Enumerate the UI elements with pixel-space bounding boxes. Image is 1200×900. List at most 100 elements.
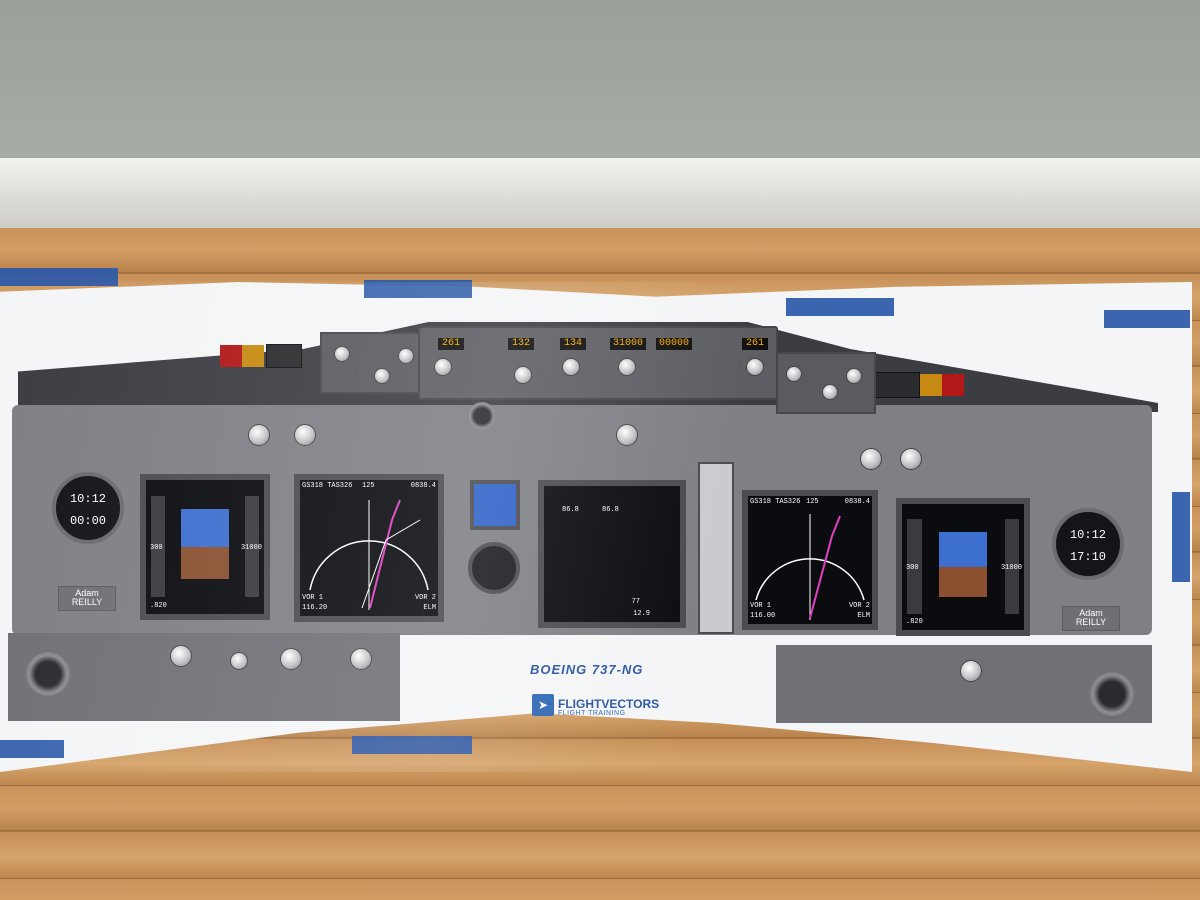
pilot-first-name: Adam <box>1079 608 1103 618</box>
tape-strip <box>0 268 118 286</box>
annunciator-panel-left <box>266 344 302 368</box>
altitude-tape <box>1004 519 1020 614</box>
pilot-last-name: REILLY <box>1075 617 1107 628</box>
clock-elapsed: 17:10 <box>1069 550 1106 564</box>
standby-compass <box>468 542 520 594</box>
n1-left: 86.8 <box>562 506 579 514</box>
pfd-left: 300 31000 .820 <box>140 474 270 620</box>
flightvectors-name: FLIGHTVECTORS <box>558 697 660 711</box>
nd-vor1-freq: 116.20 <box>302 604 328 612</box>
clock-elapsed: 00:00 <box>69 514 106 528</box>
gear-lever-panel <box>698 462 734 634</box>
pfd-mach: .820 <box>906 618 923 626</box>
efis-knob[interactable] <box>374 368 390 384</box>
nd-compass-svg <box>755 514 865 620</box>
master-caution-right <box>920 374 942 396</box>
pfd-altitude: 31000 <box>1000 564 1022 572</box>
fire-warning-right <box>942 374 964 396</box>
pfd-right: 300 31000 .820 <box>896 498 1030 636</box>
tape-strip <box>352 736 472 754</box>
pilot-last-name: REILLY <box>71 597 103 608</box>
pilot-first-name: Adam <box>75 588 99 598</box>
nd-groundspeed: GS318 TAS326 <box>302 482 353 490</box>
course-knob-right[interactable] <box>746 358 764 376</box>
panel-knob[interactable] <box>248 424 270 446</box>
nd-vor2-id: ELM <box>857 612 870 620</box>
course-knob-left[interactable] <box>434 358 452 376</box>
efis-knob[interactable] <box>334 346 350 362</box>
standby-attitude <box>470 480 520 530</box>
tape-strip <box>1104 310 1190 328</box>
attitude-ground <box>938 567 988 598</box>
panel-knob[interactable] <box>860 448 882 470</box>
mode-control-panel: 261 132 134 31000 00000 261 <box>418 326 778 400</box>
fuel-total: 12.9 <box>633 610 650 618</box>
speed-tape <box>906 519 922 614</box>
lower-knob[interactable] <box>230 652 248 670</box>
pfd-mach: .820 <box>150 602 167 610</box>
pfd-speed: 300 <box>150 544 163 552</box>
n1-right: 86.8 <box>602 506 619 514</box>
lower-right-panel <box>776 645 1152 723</box>
efis-knob[interactable] <box>846 368 862 384</box>
efis-knob[interactable] <box>786 366 802 382</box>
speed-knob[interactable] <box>514 366 532 384</box>
altitude-knob[interactable] <box>618 358 636 376</box>
nd-track: 125 <box>806 498 819 506</box>
nd-left: GS318 TAS326 125 0838.4 VOR 1 116.20 VOR… <box>294 474 444 622</box>
attitude-ground <box>181 547 229 580</box>
lower-knob[interactable] <box>960 660 982 682</box>
efis-knob[interactable] <box>822 384 838 400</box>
nd-distance: 0838.4 <box>844 498 870 506</box>
boeing-logo: BOEING 737-NG <box>530 662 644 677</box>
panel-knob[interactable] <box>900 448 922 470</box>
nd-vor2-id: ELM <box>423 604 436 612</box>
pilot-nameplate-right: Adam REILLY <box>1062 606 1120 631</box>
tape-strip <box>1172 492 1190 582</box>
tape-strip <box>0 740 64 758</box>
course-right-window: 261 <box>742 338 768 350</box>
nd-vor1: VOR 1 <box>750 602 772 610</box>
baseboard-molding <box>0 158 1200 228</box>
air-vent-right <box>1090 672 1134 716</box>
clock-left: 10:12 00:00 <box>52 472 124 544</box>
efis-panel-right <box>776 352 876 414</box>
lower-knob[interactable] <box>170 645 192 667</box>
clock-time: 10:12 <box>1069 528 1106 542</box>
nd-vor1-freq: 116.00 <box>750 612 776 620</box>
heading-knob[interactable] <box>562 358 580 376</box>
nd-right: GS318 TAS326 125 0838.4 VOR 1 116.00 VOR… <box>742 490 878 630</box>
attitude-sky <box>181 509 229 547</box>
speed-window: 132 <box>508 338 534 350</box>
panel-knob[interactable] <box>616 424 638 446</box>
vertical-speed-window: 00000 <box>656 338 692 350</box>
nd-vor1: VOR 1 <box>302 594 324 602</box>
nd-distance: 0838.4 <box>410 482 436 490</box>
course-left-window: 261 <box>438 338 464 350</box>
nd-vor2: VOR 2 <box>414 594 436 602</box>
clock-button <box>468 402 496 430</box>
flightvectors-tagline: FLIGHT TRAINING <box>558 710 626 717</box>
efis-knob[interactable] <box>398 348 414 364</box>
panel-knob[interactable] <box>294 424 316 446</box>
wall <box>0 0 1200 165</box>
heading-window: 134 <box>560 338 586 350</box>
eicas-display: 86.8 86.8 77 12.9 <box>538 480 686 628</box>
fire-warning-left <box>220 345 242 367</box>
oat: 77 <box>631 598 640 606</box>
master-caution-left <box>242 345 264 367</box>
annunciator-panel-right <box>870 372 920 398</box>
lower-knob[interactable] <box>350 648 372 670</box>
speed-tape <box>150 496 165 597</box>
pilot-nameplate-left: Adam REILLY <box>58 586 116 611</box>
lower-knob[interactable] <box>280 648 302 670</box>
nd-vor2: VOR 2 <box>848 602 870 610</box>
altitude-tape <box>245 496 260 597</box>
attitude-sky <box>938 531 988 567</box>
nd-track: 125 <box>362 482 375 490</box>
lower-left-panel <box>8 633 400 721</box>
pfd-speed: 300 <box>906 564 919 572</box>
air-vent-left <box>26 652 70 696</box>
clock-time: 10:12 <box>69 492 106 506</box>
altitude-window: 31000 <box>610 338 646 350</box>
